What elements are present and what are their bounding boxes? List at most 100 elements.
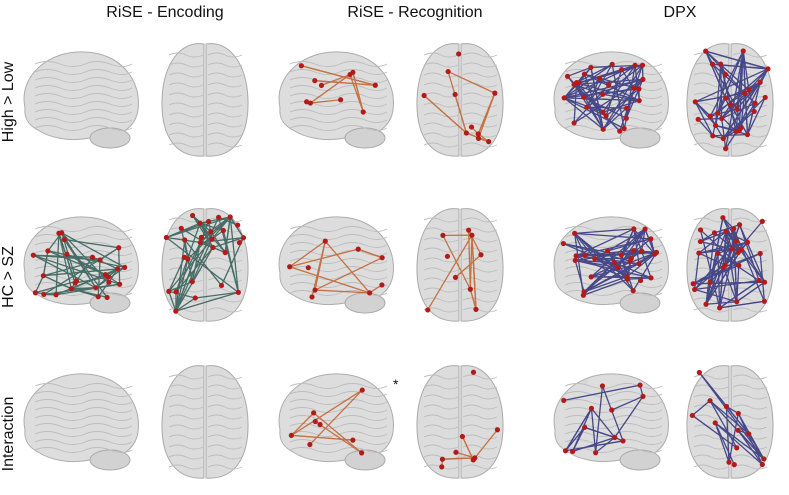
node	[734, 445, 740, 451]
node	[744, 239, 751, 245]
node	[467, 286, 473, 292]
panel-rise_recognition-hc_sz-lateral	[278, 216, 394, 314]
node	[621, 125, 627, 132]
node	[636, 97, 642, 104]
connection-edge	[712, 133, 748, 137]
connection-edge	[717, 231, 727, 254]
panel-rise_recognition-high_low-lateral	[278, 51, 394, 149]
node	[652, 251, 658, 257]
node	[468, 124, 475, 130]
node	[715, 250, 721, 257]
connection-edge	[314, 79, 376, 86]
node	[628, 255, 634, 261]
edges	[691, 372, 765, 466]
right-hemisphere	[205, 365, 249, 479]
connection-edge	[583, 262, 615, 293]
node	[600, 109, 606, 115]
connection-edge	[694, 288, 737, 303]
connection-edge	[315, 289, 370, 294]
connection-edge	[564, 426, 586, 452]
node	[53, 292, 59, 298]
connection-edge	[301, 65, 376, 86]
connection-edge	[64, 238, 119, 249]
node	[190, 212, 196, 219]
connection-edge	[719, 279, 760, 309]
node	[720, 135, 726, 142]
connection-edge	[720, 63, 732, 105]
node	[317, 421, 323, 428]
connection-edge	[698, 372, 750, 435]
node	[564, 73, 571, 79]
node	[208, 229, 214, 235]
connection-edge	[718, 240, 737, 309]
node	[472, 455, 478, 461]
left-hemisphere	[686, 365, 730, 479]
node	[116, 245, 122, 251]
node	[95, 294, 101, 300]
node	[236, 240, 243, 246]
connection-edge	[575, 228, 635, 257]
node	[104, 294, 110, 301]
node	[561, 95, 567, 101]
node	[600, 91, 606, 97]
node	[631, 247, 637, 254]
node	[620, 438, 626, 444]
connection-edge	[697, 118, 714, 137]
connection-edge	[309, 74, 351, 104]
nodes	[690, 215, 768, 311]
connection-edge	[471, 235, 477, 310]
node	[623, 105, 630, 111]
connection-edge	[735, 50, 744, 132]
connection-edge	[61, 232, 110, 283]
node	[689, 412, 695, 419]
node	[473, 306, 479, 312]
gyri	[289, 226, 388, 296]
connection-edge	[95, 283, 120, 289]
connection-edge	[602, 93, 640, 102]
node	[695, 116, 701, 122]
connection-edge	[574, 232, 596, 260]
node	[305, 265, 311, 271]
node	[486, 139, 492, 145]
edges	[33, 232, 126, 299]
nodes	[439, 369, 501, 470]
cerebellum	[344, 449, 386, 471]
node	[560, 240, 567, 247]
connection-edge	[748, 68, 769, 91]
gyri	[289, 61, 388, 131]
node	[720, 215, 726, 221]
right-hemisphere	[205, 43, 249, 157]
panel-rise_encoding-interaction-axial	[161, 365, 249, 479]
node	[734, 299, 740, 305]
connection-edge	[574, 228, 634, 235]
node	[733, 128, 739, 135]
node	[761, 279, 768, 285]
connection-edge	[454, 94, 467, 134]
right-hemisphere	[205, 208, 249, 322]
connection-edge	[620, 228, 635, 256]
node	[735, 410, 741, 417]
node	[40, 273, 47, 279]
connection-edge	[748, 433, 765, 460]
connection-edge	[75, 276, 109, 284]
node	[307, 441, 313, 448]
node	[639, 248, 645, 254]
connection-edge	[695, 92, 745, 103]
node	[696, 250, 702, 256]
connection-edge	[709, 400, 738, 449]
node	[692, 99, 698, 105]
node	[588, 405, 595, 411]
connection-edge	[722, 267, 738, 302]
node	[746, 87, 752, 93]
nodes	[561, 382, 646, 456]
connection-edge	[722, 96, 766, 140]
panel-dpx-high_low-lateral	[553, 51, 669, 149]
connection-edge	[736, 281, 765, 303]
node	[638, 277, 644, 284]
cerebellum	[344, 127, 386, 149]
node	[459, 433, 466, 440]
node	[307, 100, 313, 106]
connection-edge	[709, 400, 750, 435]
connection-edge	[594, 385, 604, 453]
